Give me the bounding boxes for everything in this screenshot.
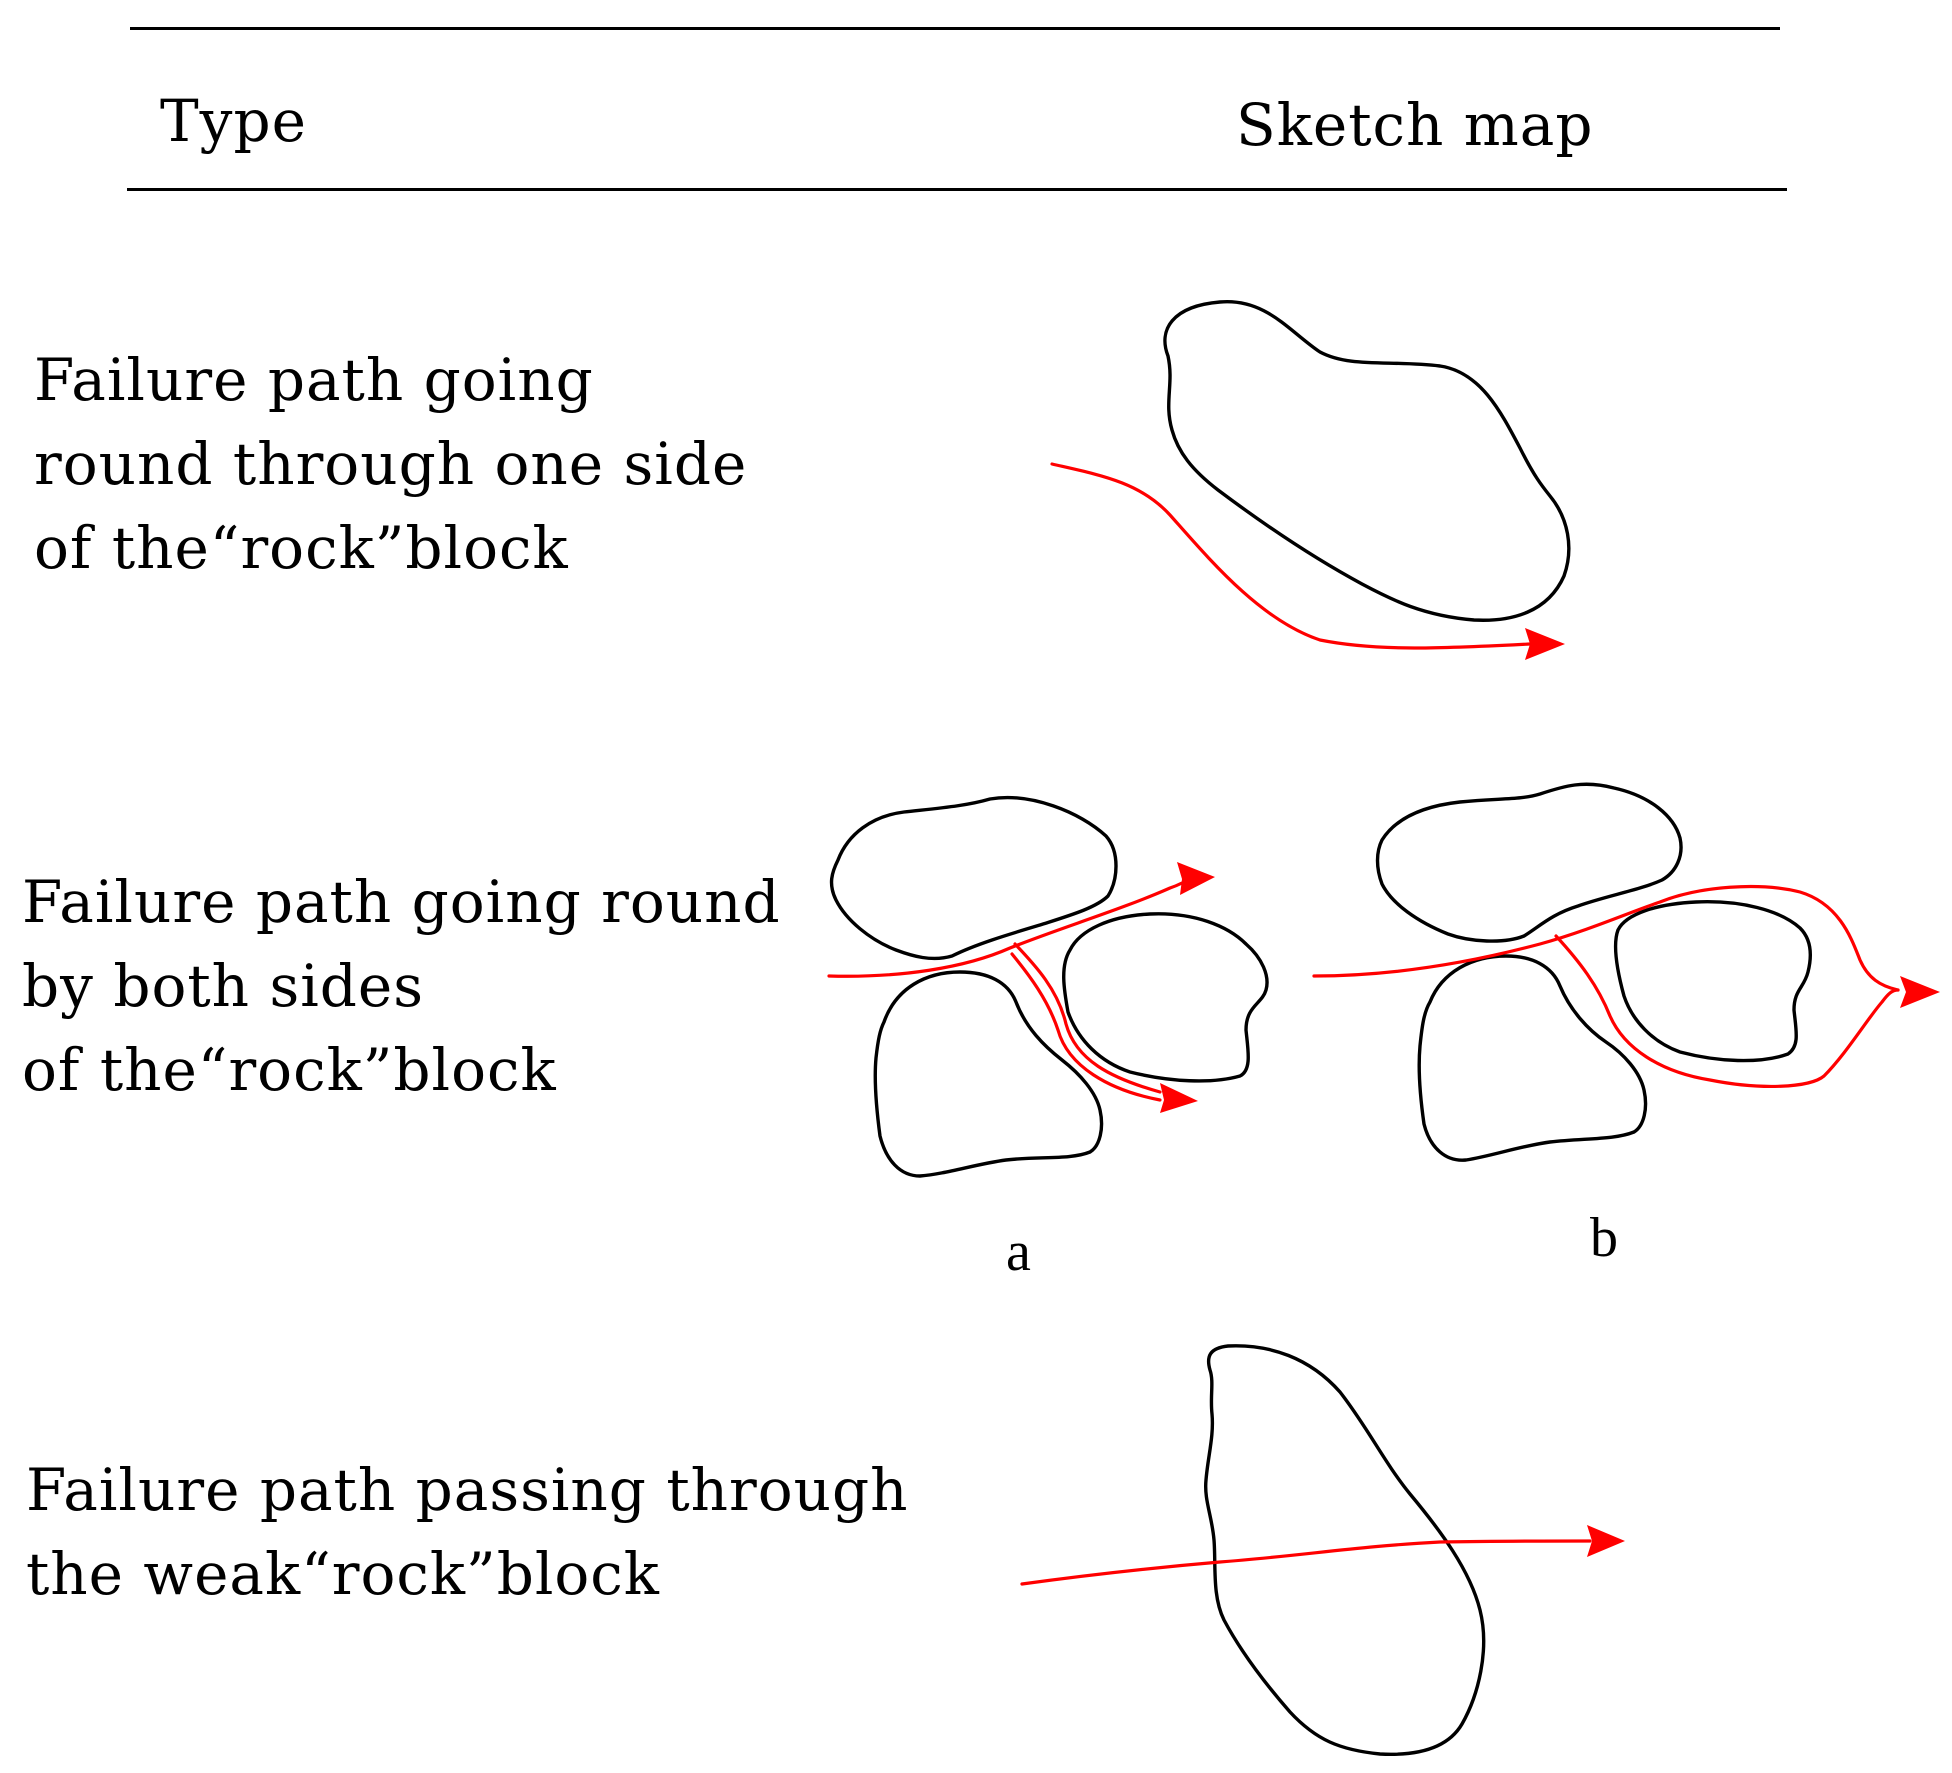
failure-path-b-lower	[1554, 934, 1900, 1088]
header-type: Type	[160, 87, 307, 155]
failure-path-b-upper	[1312, 884, 1900, 992]
top-rule	[130, 27, 1780, 30]
sketch-row2b	[1312, 782, 1940, 1162]
rock-block-b-top	[1375, 782, 1683, 943]
row1-type-text: Failure path going round through one sid…	[34, 338, 747, 590]
rock-block-b-bottom	[1417, 954, 1648, 1162]
row3-type-text: Failure path passing through the weak“ro…	[26, 1448, 908, 1616]
row1-type-line2: round through one side	[34, 430, 748, 498]
arrowhead-row1	[1525, 628, 1565, 660]
arrowhead-a-lower	[1160, 1083, 1198, 1113]
rock-block-row3	[1203, 1344, 1486, 1756]
arrowhead-a-upper	[1177, 862, 1215, 895]
header-sketch-map: Sketch map	[1236, 91, 1594, 159]
row1-type-line1: Failure path going	[34, 346, 594, 414]
header-rule	[127, 188, 1787, 191]
sketch-row2a	[827, 795, 1269, 1178]
arrowhead-b	[1900, 976, 1940, 1008]
row2-type-line2: by both sides	[22, 952, 425, 1020]
row2-type-line1: Failure path going round	[22, 868, 781, 936]
rock-block-row1	[1163, 300, 1571, 622]
sketch-row3	[1020, 1344, 1625, 1756]
failure-path-a-main	[827, 881, 1184, 978]
sketch-row1	[1050, 300, 1571, 660]
arrowhead-row3	[1587, 1525, 1625, 1557]
rock-block-a-top	[829, 795, 1118, 961]
row3-type-line1: Failure path passing through	[26, 1456, 909, 1524]
failure-path-row1	[1050, 462, 1532, 650]
sketch-label-a: a	[1006, 1221, 1031, 1283]
failure-path-row3	[1020, 1539, 1592, 1586]
rock-block-a-right	[1062, 912, 1269, 1083]
failure-path-a-branch-outer	[1013, 942, 1162, 1094]
row2-type-line3: of the“rock”block	[22, 1036, 557, 1104]
row1-type-line3: of the“rock”block	[34, 514, 569, 582]
sketch-label-b: b	[1590, 1207, 1618, 1269]
row2-type-text: Failure path going round by both sides o…	[22, 860, 781, 1112]
row3-type-line2: the weak“rock”block	[26, 1540, 660, 1608]
rock-block-b-right	[1613, 900, 1813, 1063]
failure-path-a-branch-inner	[1010, 952, 1162, 1102]
rock-block-a-bottom	[873, 970, 1104, 1178]
